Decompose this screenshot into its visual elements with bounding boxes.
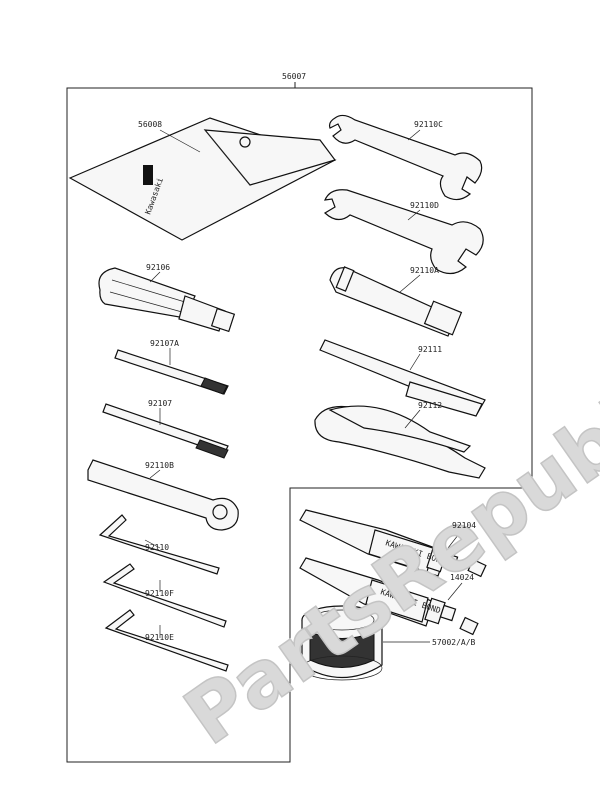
spanner-d — [324, 189, 484, 275]
label-grease: 57002/A/B — [432, 638, 476, 647]
label-driver-a: 92107A — [150, 339, 179, 348]
label-kit: 56007 — [282, 72, 306, 81]
handle-tool — [98, 267, 236, 333]
bond-tube-1: KAWASAKI BOND — [299, 509, 487, 578]
bond-tube-2: KAWASAKI BOND — [299, 557, 479, 636]
bar-wrench — [87, 459, 239, 531]
kit-frame — [66, 82, 533, 763]
pliers — [314, 405, 486, 479]
hex-key-92110 — [98, 514, 220, 575]
kawasaki-logo-icon — [143, 165, 153, 185]
driver-a — [114, 349, 229, 395]
plug-wrench — [329, 266, 463, 337]
leader-lines — [144, 129, 463, 643]
part-labels: 56007 56008 92110C 92110D 92106 92110A 9… — [138, 72, 476, 647]
label-plug-wrench: 92110A — [410, 266, 439, 275]
tool-bag: Kawasaki — [68, 117, 337, 241]
extension-bar — [319, 339, 486, 417]
hex-key-92110e — [104, 609, 229, 672]
label-bond-2: 14024 — [450, 573, 474, 582]
driver — [102, 403, 229, 459]
label-handle: 92106 — [146, 263, 170, 272]
hex-key-92110f — [102, 563, 227, 628]
label-bar-wrench: 92110B — [145, 461, 174, 470]
label-hex-1: 92110 — [145, 543, 169, 552]
label-hex-f: 92110F — [145, 589, 174, 598]
label-hex-e: 92110E — [145, 633, 174, 642]
label-spanner-d: 92110D — [410, 201, 439, 210]
label-extension: 92111 — [418, 345, 442, 354]
label-spanner-c: 92110C — [414, 120, 443, 129]
label-bond-1: 92104 — [452, 521, 476, 530]
watermark-text: PartsRepublik — [169, 335, 600, 763]
label-driver: 92107 — [148, 399, 172, 408]
grease-can — [301, 605, 383, 681]
spanner-c — [328, 114, 483, 201]
label-pliers: 92112 — [418, 401, 442, 410]
label-bag: 56008 — [138, 120, 162, 129]
